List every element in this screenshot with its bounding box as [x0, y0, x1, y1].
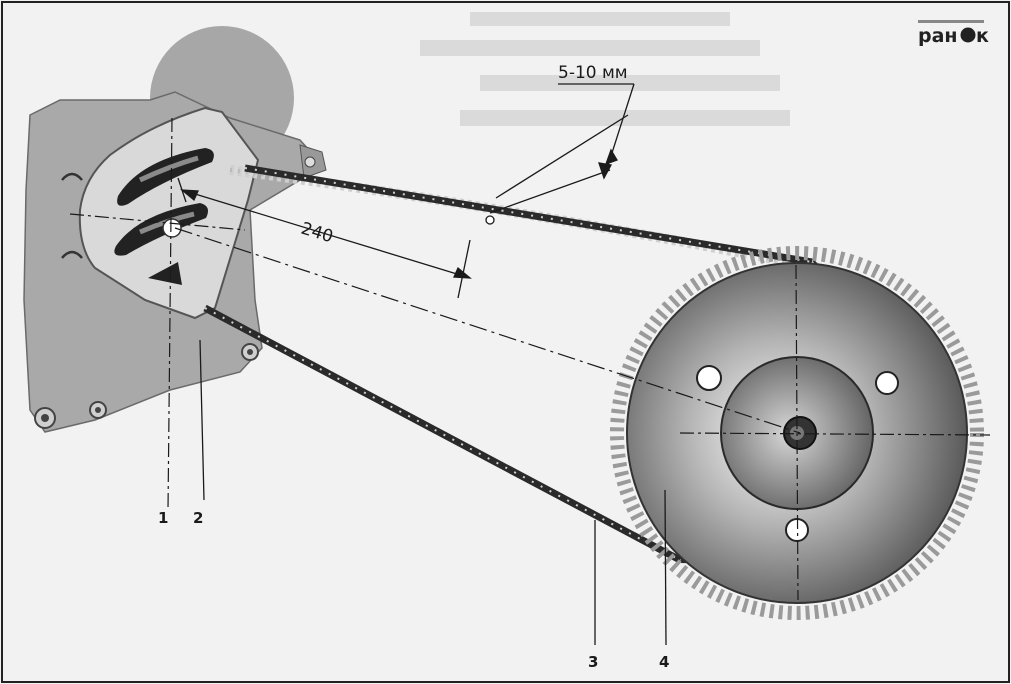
callout-leaders [199, 339, 667, 646]
adjust-slot [117, 148, 214, 206]
background-ghost-text [420, 12, 790, 126]
logo-suffix: к [976, 25, 989, 47]
tension-plate [78, 106, 260, 320]
chain-upper-strand [244, 164, 813, 266]
chain-sag-dimension [485, 83, 635, 225]
center-lines [69, 117, 991, 601]
callout-4: 4 [659, 653, 669, 671]
sprocket-bolt-hole [696, 365, 722, 391]
chain-lower-strand [203, 304, 682, 564]
drive-shaft-center [162, 218, 182, 238]
chain-sag-label: 5-10 мм [558, 63, 628, 83]
callout-1: 1 [158, 509, 168, 527]
logo-dot-icon [960, 27, 976, 43]
callout-2: 2 [193, 509, 203, 527]
adjust-slot [148, 262, 182, 285]
center-distance-dimension [177, 177, 472, 299]
callout-3: 3 [588, 653, 598, 671]
sprocket-teeth [610, 246, 984, 620]
sprocket-bolt-hole [875, 371, 899, 395]
publisher-logo: ран к [918, 20, 989, 47]
logo-text: ран [918, 25, 958, 47]
